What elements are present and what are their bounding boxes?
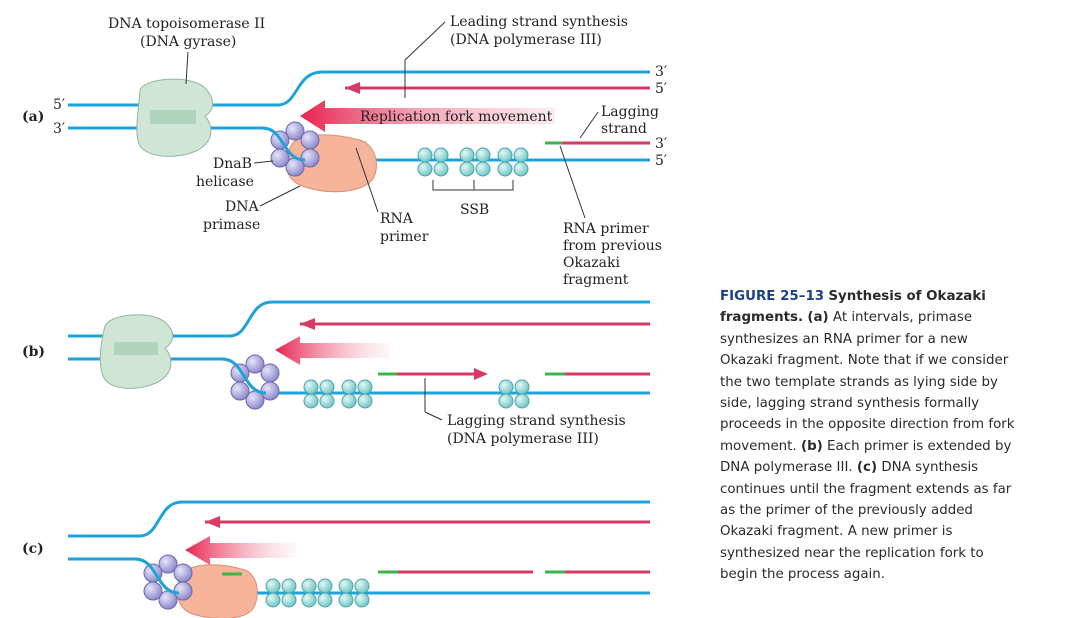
top-3prime-label: 3′ (655, 64, 667, 80)
figure-title: Synthesis of Okazaki fragments. (720, 289, 986, 326)
c-leading-arrowhead (205, 516, 220, 528)
figure-caption: FIGURE 25–13 Synthesis of Okazaki fragme… (720, 286, 1020, 586)
primase-label-line2: primase (203, 217, 260, 233)
c-strand-through-helicase (134, 557, 180, 595)
left-3prime-label: 3′ (53, 121, 65, 137)
caption-b-text: Each primer is extended by DNA polymeras… (720, 438, 1012, 476)
b-lagging-leader-2 (424, 411, 443, 421)
topo-leader (185, 51, 189, 85)
lagging-synthesis-label-line2: (DNA polymerase III) (447, 431, 599, 447)
panel-b: (b) Lagging (22, 300, 650, 447)
panel-c-label: (c) (22, 541, 44, 557)
helicase-shape (270, 121, 320, 177)
panel-a-label: (a) (22, 109, 44, 125)
c-parental-top (68, 500, 650, 538)
leading-leader (404, 21, 446, 61)
panel-b-label: (b) (22, 344, 45, 360)
caption-b-tag: (b) (800, 438, 823, 454)
caption-c-tag: (c) (856, 460, 878, 476)
lagging-leader (579, 111, 599, 139)
caption-a-text: At intervals, primase synthesizes an RNA… (720, 310, 1015, 454)
lagging-label-line1: Lagging (601, 104, 659, 120)
lagging-label-line2: strand (601, 121, 647, 137)
b-ssb (303, 379, 530, 409)
ssb-label: SSB (460, 202, 489, 218)
c-ssb (265, 578, 370, 608)
topo-label-line2: (DNA gyrase) (140, 34, 236, 50)
panel-a: (a) 5′ 3′ Replication fork (22, 14, 667, 288)
mid-3prime-label: 3′ (655, 136, 667, 152)
leading-arrowhead (345, 82, 360, 94)
caption-a-tag: (a) (807, 310, 829, 326)
helicase-leader (253, 160, 274, 164)
prev-primer-label-line4: fragment (563, 272, 629, 288)
rna-primer-label-line1: RNA (380, 211, 414, 227)
bottom-5prime-label: 5′ (655, 153, 667, 169)
helicase-label-line1: DnaB (213, 156, 252, 172)
b-fork-arrow (275, 336, 390, 365)
caption-c-text: DNA synthesis continues until the fragme… (720, 460, 1012, 583)
helicase-label-line2: helicase (196, 174, 254, 190)
b-fragment-arrowhead (474, 368, 488, 380)
leading-label-line1: Leading strand synthesis (450, 14, 628, 30)
prev-primer-label-line2: from previous (563, 238, 662, 254)
b-helicase (230, 354, 280, 410)
strand-through-helicase (261, 126, 306, 162)
figure-number: FIGURE 25–13 (720, 289, 825, 304)
ssb-bracket (432, 180, 514, 191)
ssb-proteins (417, 147, 529, 177)
c-fork-arrow (185, 536, 296, 565)
topo-label-line1: DNA topoisomerase II (108, 16, 265, 32)
b-strand-through-helicase (221, 357, 267, 395)
fork-movement-label: Replication fork movement (360, 109, 553, 125)
b-leading-arrowhead (300, 318, 315, 330)
top-5prime-label: 5′ (655, 81, 667, 97)
primase-label-line1: DNA (225, 199, 259, 215)
primase-leader (259, 185, 301, 207)
topoisomerase-groove (150, 110, 196, 124)
panel-c: (c) (22, 500, 650, 618)
prev-primer-leader (559, 145, 586, 219)
left-5prime-label: 5′ (53, 97, 65, 113)
prev-primer-label-line3: Okazaki (563, 255, 621, 271)
b-topo-groove (114, 342, 158, 355)
c-primase (176, 564, 258, 618)
lagging-synthesis-label-line1: Lagging strand synthesis (447, 413, 626, 429)
prev-primer-label-line1: RNA primer (563, 221, 649, 237)
c-helicase (143, 554, 193, 610)
rna-primer-leader (355, 147, 379, 213)
b-parental-top (68, 300, 650, 338)
leading-label-line2: (DNA polymerase III) (450, 32, 602, 48)
parental-top-strand (68, 70, 650, 107)
rna-primer-label-line2: primer (380, 229, 429, 245)
fork-movement-arrow (300, 100, 555, 132)
